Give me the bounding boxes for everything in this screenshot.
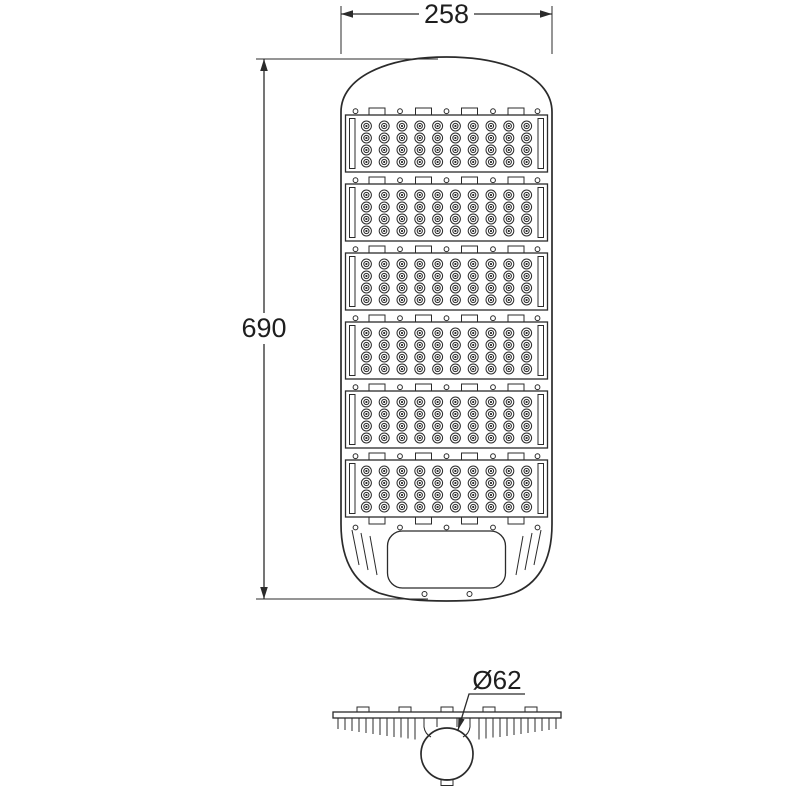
driver-compartment (351, 529, 542, 597)
led-module-6 (346, 453, 548, 517)
leader-line (457, 693, 525, 731)
diameter-dimension: Ø62 (457, 665, 525, 731)
vent-slots-left (351, 529, 378, 576)
arrowhead-left (341, 10, 353, 18)
height-dimension: 690 (233, 58, 438, 600)
arrowhead-top (260, 59, 268, 71)
screw (421, 591, 428, 597)
front-view (340, 56, 553, 602)
pole-mount-circle (420, 727, 474, 781)
mounting-plate (332, 711, 562, 719)
bottom-tab-row (352, 516, 541, 531)
driver-cover (386, 530, 507, 589)
label-background (419, 1, 474, 27)
heatsink-fins-left (337, 718, 416, 740)
led-module-5 (346, 384, 548, 448)
label-background (233, 313, 295, 344)
diameter-dimension-label: Ø62 (472, 665, 521, 695)
led-module-array (346, 108, 548, 517)
arrowhead-bottom (260, 587, 268, 599)
heatsink-fins-right (478, 718, 557, 740)
led-module-4 (346, 315, 548, 379)
led-module-2 (346, 177, 548, 241)
pole-mount-bottom-tab (440, 779, 454, 786)
leader-arrow (458, 717, 465, 730)
screw (466, 591, 473, 597)
plate-tabs (356, 706, 538, 713)
width-dimension-label: 258 (424, 0, 469, 29)
width-dimension: 258 (340, 0, 553, 54)
led-module-1 (346, 108, 548, 172)
pole-bracket (423, 718, 471, 738)
led-module-3 (346, 246, 548, 310)
end-view: Ø62 (332, 665, 562, 786)
luminaire-body-outline (340, 56, 553, 602)
height-dimension-label: 690 (241, 313, 286, 343)
vent-slots-right (515, 529, 542, 576)
arrowhead-right (540, 10, 552, 18)
